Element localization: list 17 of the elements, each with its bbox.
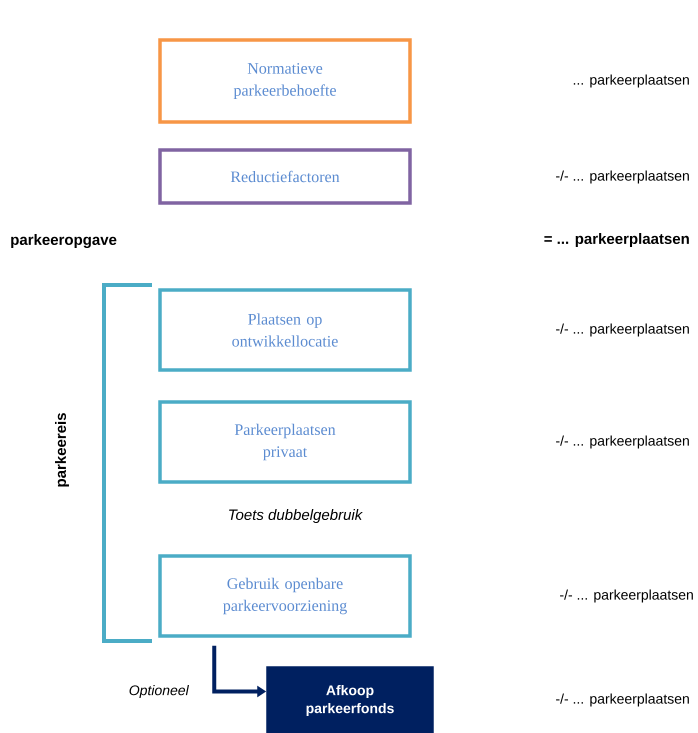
count-text: -/- ... parkeerplaatsen — [556, 435, 689, 449]
process-box: Plaatsen op ontwikkellocatie — [158, 288, 412, 372]
count-text: -/- ... parkeerplaatsen — [556, 323, 689, 337]
count-text: -/- ... parkeerplaatsen — [560, 589, 693, 603]
dark-box: Afkoop parkeerfonds — [266, 666, 434, 733]
title-text: parkeeropgave — [11, 234, 116, 248]
process-box: Gebruik openbare parkeervoorziening — [158, 554, 412, 638]
process-box: Reductiefactoren — [158, 148, 412, 205]
process-box: Normatieve parkeerbehoefte — [158, 38, 412, 124]
total-text: = ... parkeerplaatsen — [544, 233, 689, 247]
bracket-label: parkeereis — [55, 413, 69, 487]
note-text: Toets dubbelgebruik — [229, 509, 363, 523]
count-text: -/- ... parkeerplaatsen — [556, 170, 689, 184]
process-box: Parkeerplaatsen privaat — [158, 400, 412, 484]
count-text: ... parkeerplaatsen — [574, 74, 689, 88]
count-text: -/- ... parkeerplaatsen — [556, 693, 689, 707]
edge-label: Optioneel — [130, 684, 190, 698]
